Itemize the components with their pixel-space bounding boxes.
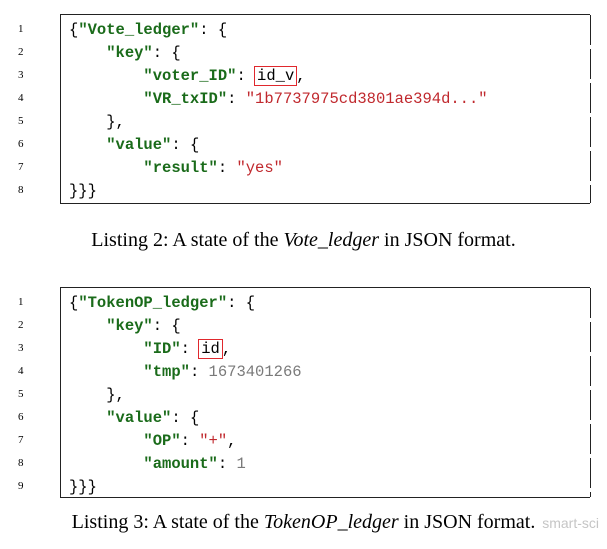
code-token: : { xyxy=(227,294,256,312)
code-token: { xyxy=(69,294,79,312)
code-token xyxy=(69,363,143,381)
code-token xyxy=(69,317,106,335)
code-token: "1b7737975cd3801ae394d..." xyxy=(245,90,488,108)
code-token: "result" xyxy=(143,159,218,177)
code-line: "key": { xyxy=(61,42,590,65)
code-token: : xyxy=(236,67,256,85)
code-token xyxy=(69,455,143,473)
caption-emphasis: TokenOP_ledger xyxy=(263,511,399,533)
code-box: {"Vote_ledger": { "key": { "voter_ID": i… xyxy=(60,14,591,204)
code-line: "value": { xyxy=(61,134,590,157)
code-token: "ID" xyxy=(143,340,181,358)
listing-caption: Listing 3: A state of the TokenOP_ledger… xyxy=(71,511,536,533)
line-number: 3 xyxy=(18,342,24,354)
code-token xyxy=(69,159,143,177)
code-token xyxy=(69,340,143,358)
code-token: , xyxy=(296,67,306,85)
code-token: "key" xyxy=(106,44,153,62)
code-token: "OP" xyxy=(143,432,181,450)
code-token: "voter_ID" xyxy=(143,67,237,85)
code-token: : { xyxy=(171,409,200,427)
code-line: }}} xyxy=(61,180,590,203)
line-number: 2 xyxy=(18,46,24,58)
code-line: "result": "yes" xyxy=(61,157,590,180)
code-token: : { xyxy=(171,136,200,154)
code-token: : xyxy=(180,340,200,358)
highlighted-token: id_v xyxy=(254,66,298,86)
code-token: : { xyxy=(152,317,181,335)
code-token xyxy=(69,136,106,154)
code-line: "voter_ID": id_v, xyxy=(61,65,590,88)
line-number: 8 xyxy=(18,184,24,196)
code-line: {"TokenOP_ledger": { xyxy=(61,292,590,315)
code-token: , xyxy=(227,432,237,450)
line-number: 7 xyxy=(18,161,24,173)
code-token: "value" xyxy=(106,136,172,154)
code-line: "tmp": 1673401266 xyxy=(61,361,590,384)
line-number: 5 xyxy=(18,388,24,400)
code-token: "value" xyxy=(106,409,172,427)
code-token: "TokenOP_ledger" xyxy=(78,294,228,312)
code-token: }}} xyxy=(69,478,97,496)
line-number: 5 xyxy=(18,115,24,127)
line-number: 4 xyxy=(18,92,24,104)
code-token: : xyxy=(227,90,246,108)
code-token: }, xyxy=(69,113,125,131)
code-token: : xyxy=(217,455,237,473)
listing-caption: Listing 2: A state of the Vote_ledger in… xyxy=(91,229,516,251)
code-token xyxy=(69,44,106,62)
code-line: }}} xyxy=(61,476,590,499)
code-line: }, xyxy=(61,111,590,134)
code-token: : xyxy=(180,432,200,450)
code-token: "VR_txID" xyxy=(143,90,228,108)
watermark: smart-sci xyxy=(542,515,599,531)
code-token xyxy=(69,409,106,427)
code-line: "ID": id, xyxy=(61,338,590,361)
code-box: {"TokenOP_ledger": { "key": { "ID": id, … xyxy=(60,287,591,499)
code-line: "amount": 1 xyxy=(61,453,590,476)
code-line: {"Vote_ledger": { xyxy=(61,19,590,42)
code-token: : xyxy=(189,363,209,381)
code-token: 1673401266 xyxy=(208,363,302,381)
code-line: "VR_txID": "1b7737975cd3801ae394d..." xyxy=(61,88,590,111)
line-number: 2 xyxy=(18,319,24,331)
line-number: 1 xyxy=(18,23,24,35)
line-number: 6 xyxy=(18,138,24,150)
code-token: 1 xyxy=(236,455,246,473)
code-line: "key": { xyxy=(61,315,590,338)
line-number: 9 xyxy=(18,480,24,492)
caption-emphasis: Vote_ledger xyxy=(283,229,380,251)
highlighted-token: id xyxy=(198,339,223,359)
code-token: }}} xyxy=(69,182,97,200)
line-number: 7 xyxy=(18,434,24,446)
code-token xyxy=(69,67,143,85)
code-token: "+" xyxy=(199,432,228,450)
code-token xyxy=(69,432,143,450)
line-number: 4 xyxy=(18,365,24,377)
line-number: 6 xyxy=(18,411,24,423)
code-token: "amount" xyxy=(143,455,218,473)
line-number: 1 xyxy=(18,296,24,308)
code-token: "tmp" xyxy=(143,363,190,381)
code-token: "key" xyxy=(106,317,153,335)
code-token: : xyxy=(217,159,237,177)
code-token xyxy=(69,90,143,108)
code-line: }, xyxy=(61,384,590,407)
line-number: 3 xyxy=(18,69,24,81)
code-line: "value": { xyxy=(61,407,590,430)
code-token: { xyxy=(69,21,79,39)
code-line: "OP": "+", xyxy=(61,430,590,453)
line-number: 8 xyxy=(18,457,24,469)
code-token: : { xyxy=(199,21,228,39)
code-token: }, xyxy=(69,386,125,404)
code-token: "yes" xyxy=(236,159,283,177)
code-token: : { xyxy=(152,44,181,62)
code-token: "Vote_ledger" xyxy=(78,21,200,39)
code-token: , xyxy=(221,340,232,358)
